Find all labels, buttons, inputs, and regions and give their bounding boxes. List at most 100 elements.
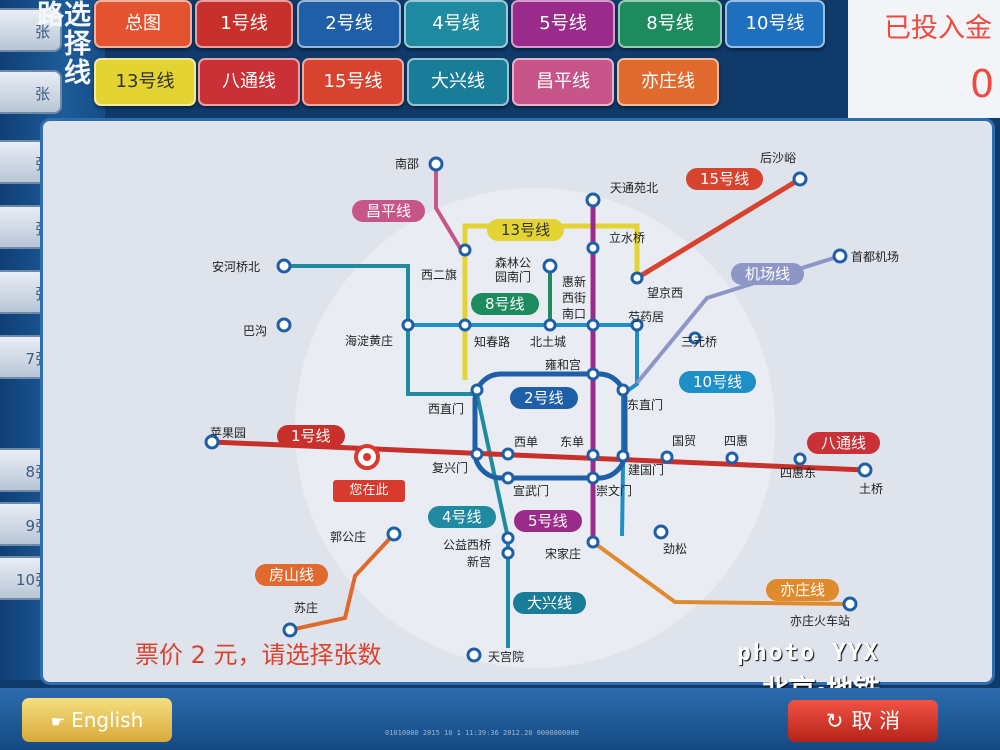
station-huixinxijie[interactable]	[586, 318, 600, 332]
station-fuxingmen[interactable]	[470, 447, 484, 461]
station-suzhuang[interactable]	[282, 622, 298, 638]
cancel-button[interactable]: ↻取 消	[788, 700, 938, 742]
station-pingguoyuan[interactable]	[204, 434, 220, 450]
station-guogongzhuang[interactable]	[386, 526, 402, 542]
station-bagou[interactable]	[276, 317, 292, 333]
line-button-10[interactable]: 10号线	[725, 0, 825, 48]
you-are-here-dot	[363, 453, 371, 461]
label-xierqi: 西二旗	[421, 268, 458, 282]
station-xierqi[interactable]	[458, 243, 472, 257]
payment-panel: 已投入金 0	[848, 0, 1000, 118]
station-xuanwumen[interactable]	[501, 471, 515, 485]
label-shaoyaoju: 芍药居	[628, 310, 665, 324]
station-chongwenmen[interactable]	[586, 471, 600, 485]
label-yizhuanghuochezhan: 亦庄火车站	[790, 614, 851, 628]
station-xidan[interactable]	[501, 447, 515, 461]
station-jinsong[interactable]	[653, 524, 669, 540]
label-jinsong: 劲松	[663, 542, 688, 556]
station-sihui[interactable]	[725, 451, 739, 465]
label-suzhuang: 苏庄	[294, 601, 319, 615]
label-chongwenmen: 崇文门	[596, 484, 633, 498]
label-xuanwumen: 宣武门	[513, 484, 550, 498]
inserted-amount-label: 已投入金	[884, 13, 992, 44]
station-senlingongyuan[interactable]	[542, 258, 558, 274]
label-anheqiaobei: 安河桥北	[212, 260, 261, 274]
label-tiantongyuanbei: 天通苑北	[610, 181, 659, 195]
you-are-here-label: 您在此	[333, 480, 405, 502]
station-haidianhuangzhuang[interactable]	[401, 318, 415, 332]
line-button-15[interactable]: 15号线	[302, 58, 404, 106]
label-shoudujichang: 首都机场	[851, 250, 900, 264]
line-button-5[interactable]: 5号线	[511, 0, 615, 48]
tag-line-4: 4号线	[428, 506, 496, 528]
label-tiangongyuan: 天宫院	[488, 650, 525, 664]
label-xizhimen: 西直门	[428, 402, 465, 416]
line-button-daxing[interactable]: 大兴线	[407, 58, 509, 106]
label-senlingongyuan: 森林公园南门	[495, 256, 532, 284]
line-button-8[interactable]: 8号线	[618, 0, 722, 48]
station-houshayu[interactable]	[792, 171, 808, 187]
label-nanshao: 南邵	[395, 157, 420, 171]
station-songjiazhuang[interactable]	[586, 535, 600, 549]
tag-batong: 八通线	[807, 432, 881, 454]
label-pingguoyuan: 苹果园	[210, 426, 247, 440]
station-xingong[interactable]	[501, 546, 515, 560]
hand-icon: ☛	[50, 712, 66, 731]
station-lishuiqiao[interactable]	[586, 241, 600, 255]
station-guomao[interactable]	[660, 450, 674, 464]
label-huixinxijie: 惠新西街南口	[562, 275, 587, 321]
line-button-13[interactable]: 13号线	[94, 58, 196, 106]
line-button-2[interactable]: 2号线	[297, 0, 401, 48]
quantity-button-2[interactable]: 张	[0, 70, 62, 114]
station-shoudujichang[interactable]	[832, 248, 848, 264]
station-zhichunlu[interactable]	[458, 318, 472, 332]
station-sihuidong[interactable]	[793, 452, 807, 466]
select-line-label: 选择线路	[32, 0, 90, 87]
english-button[interactable]: ☛English	[22, 698, 172, 742]
station-sanyuanqiao[interactable]	[688, 331, 702, 345]
label-xidan: 西单	[514, 435, 539, 449]
station-beitucheng[interactable]	[543, 318, 557, 332]
label-lishuiqiao: 立水桥	[609, 231, 646, 245]
line-button-overview[interactable]: 总图	[94, 0, 192, 48]
station-shaoyaoju[interactable]	[630, 318, 644, 332]
label-sihui: 四惠	[724, 434, 749, 448]
station-tiangongyuan[interactable]	[466, 647, 482, 663]
station-tiantongyuanbei[interactable]	[585, 192, 601, 208]
tag-airport: 机场线	[731, 263, 805, 285]
label-zhichunlu: 知春路	[474, 335, 511, 349]
label-jianguomen: 建国门	[628, 463, 665, 477]
station-anheqiaobei[interactable]	[276, 258, 292, 274]
photo-watermark: photo YYX	[737, 640, 880, 666]
label-xingong: 新宫	[467, 555, 492, 569]
tag-line-13: 13号线	[487, 219, 565, 241]
station-gongyixiqiao[interactable]	[501, 531, 515, 545]
station-yizhuanghuochezhan[interactable]	[842, 596, 858, 612]
station-wangjingxi[interactable]	[630, 271, 644, 285]
inserted-amount-value: 0	[970, 62, 995, 106]
line-button-1[interactable]: 1号线	[195, 0, 293, 48]
station-dongdan[interactable]	[586, 448, 600, 462]
tag-line-2: 2号线	[510, 387, 578, 409]
line-button-batong[interactable]: 八通线	[198, 58, 300, 106]
station-dongzhimen[interactable]	[616, 383, 630, 397]
station-tuqiao[interactable]	[857, 462, 873, 478]
tag-line-5: 5号线	[514, 510, 582, 532]
tag-yizhuang: 亦庄线	[766, 579, 840, 601]
quantity-button-1[interactable]: 张	[0, 8, 62, 52]
label-tuqiao: 土桥	[859, 482, 884, 496]
station-xizhimen[interactable]	[470, 383, 484, 397]
station-yonghegong[interactable]	[586, 367, 600, 381]
label-beitucheng: 北土城	[530, 335, 567, 349]
label-gongyixiqiao: 公益西桥	[443, 538, 492, 552]
station-nanshao[interactable]	[428, 156, 444, 172]
line-button-changping[interactable]: 昌平线	[512, 58, 614, 106]
line-15-path	[635, 176, 802, 281]
line-button-yizhuang[interactable]: 亦庄线	[617, 58, 719, 106]
tag-line-8: 8号线	[471, 293, 539, 315]
station-jianguomen[interactable]	[616, 449, 630, 463]
label-houshayu: 后沙峪	[760, 151, 797, 165]
line-button-4[interactable]: 4号线	[404, 0, 508, 48]
tag-fangshan: 房山线	[255, 564, 329, 586]
fare-instruction: 票价 2 元，请选择张数	[135, 641, 382, 669]
